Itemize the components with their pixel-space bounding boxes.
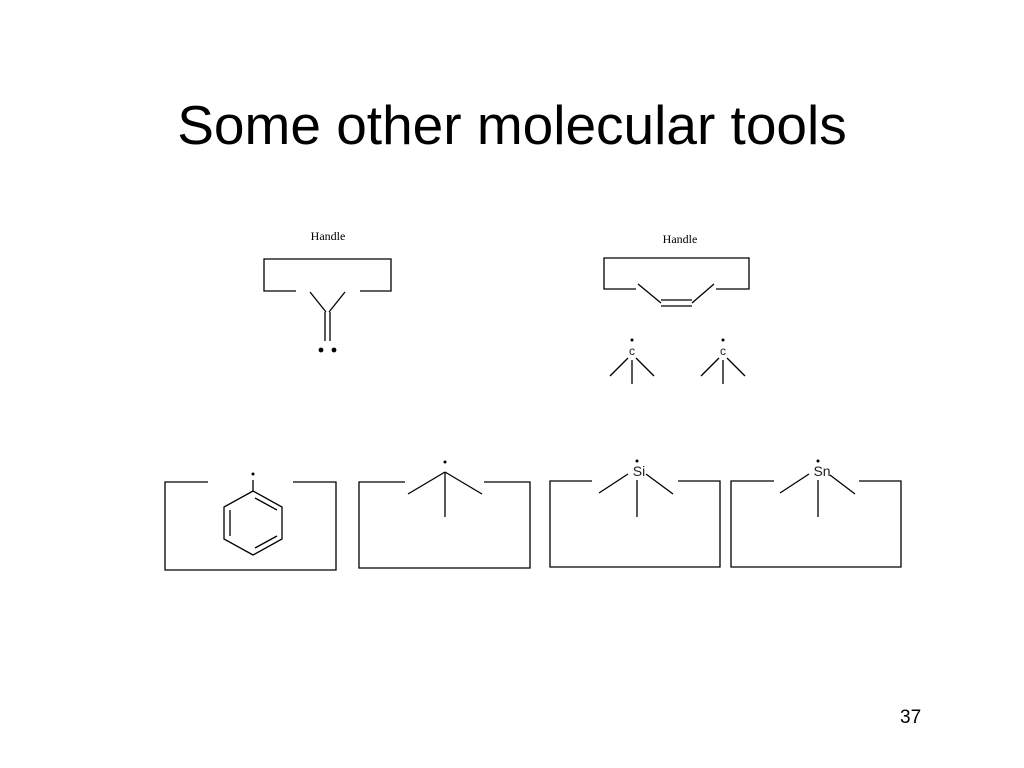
carbon-radical-right: c xyxy=(700,338,746,384)
handle-label: Handle xyxy=(663,232,698,246)
bond xyxy=(726,357,746,377)
handle-bracket xyxy=(603,257,750,290)
bond xyxy=(328,291,346,313)
radical-dot xyxy=(443,460,447,464)
phenyl-tool xyxy=(164,472,337,571)
stannyl-tool: Sn xyxy=(730,459,902,568)
bond xyxy=(691,283,715,304)
handle-bracket xyxy=(730,480,902,568)
carbene-tool: Handle xyxy=(263,229,392,353)
bond xyxy=(700,357,720,377)
bond xyxy=(598,473,629,494)
bond xyxy=(635,357,655,377)
bond xyxy=(407,471,446,495)
radical-dot xyxy=(251,472,255,476)
silyl-tool: Si xyxy=(549,459,721,568)
bond xyxy=(779,473,810,494)
bond xyxy=(444,471,483,495)
lone-pair-dot xyxy=(331,347,337,353)
lone-pair-dot xyxy=(318,347,324,353)
alkyl-tool xyxy=(358,460,531,569)
bond xyxy=(637,283,662,304)
benzene-ring xyxy=(223,490,283,556)
alkene-tool: Handle c c xyxy=(603,232,750,384)
atom-label: Sn xyxy=(813,463,830,479)
handle-label: Handle xyxy=(311,229,346,243)
atom-label: c xyxy=(720,344,726,358)
handle-bracket xyxy=(358,481,531,569)
bond xyxy=(645,473,674,495)
radical-dot xyxy=(721,338,725,342)
carbon-radical-left: c xyxy=(609,338,655,384)
aromatic-bond xyxy=(254,535,278,549)
radical-dot xyxy=(816,459,820,463)
slide-title: Some other molecular tools xyxy=(177,94,847,156)
radical-dot xyxy=(630,338,634,342)
handle-bracket xyxy=(263,258,392,292)
atom-label: Si xyxy=(633,463,645,479)
bond xyxy=(309,291,327,313)
bond xyxy=(829,474,856,495)
radical-dot xyxy=(635,459,639,463)
bond xyxy=(609,357,629,377)
handle-bracket xyxy=(164,481,337,571)
atom-label: c xyxy=(629,344,635,358)
slide-number: 37 xyxy=(900,707,922,728)
aromatic-bond xyxy=(254,497,278,511)
handle-bracket xyxy=(549,480,721,568)
